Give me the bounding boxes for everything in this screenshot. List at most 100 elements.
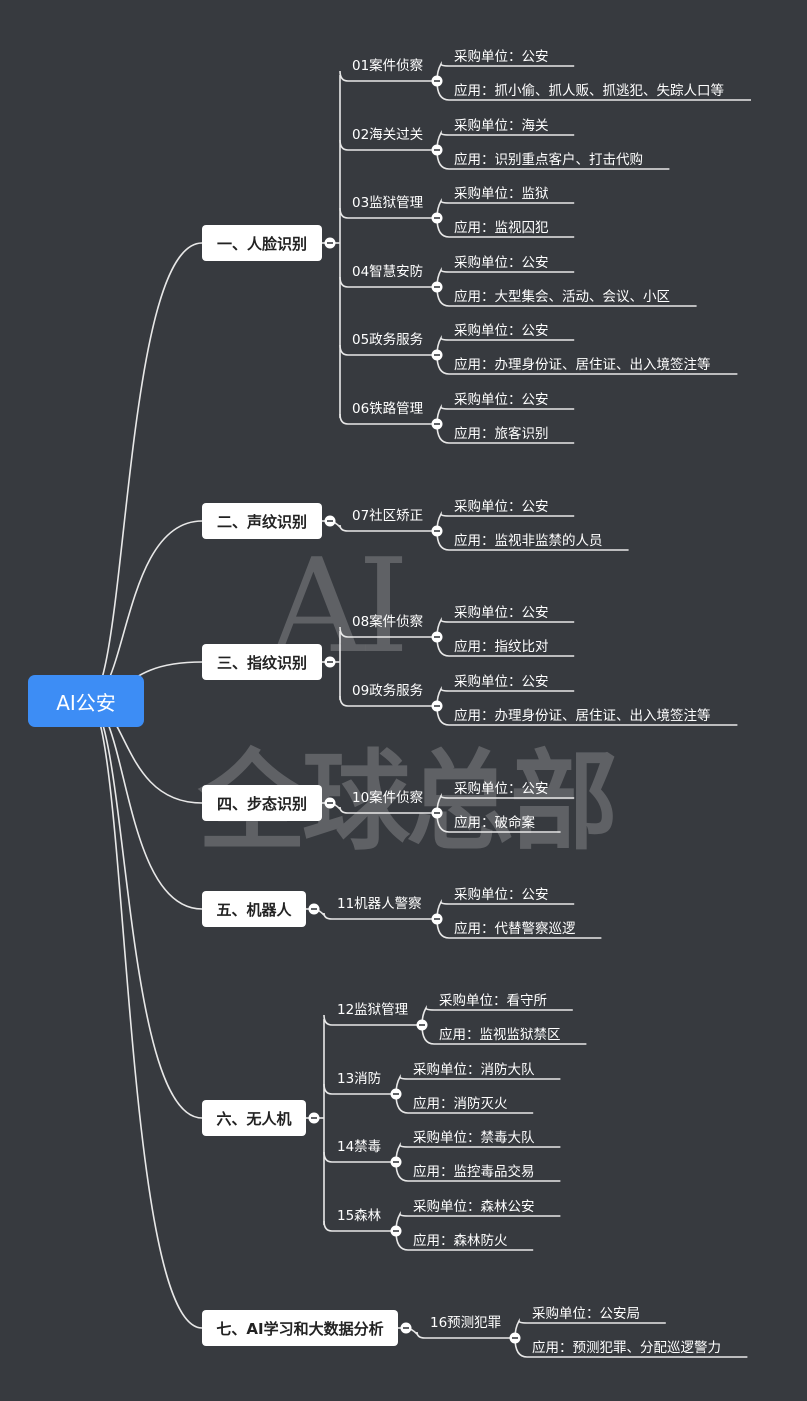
application-text: 应用：办理身份证、居住证、出入境签注等 (454, 708, 711, 724)
item-label: 08案件侦察 (352, 614, 424, 630)
item-label: 12监狱管理 (337, 1002, 409, 1018)
leaf-collapse-icon[interactable] (431, 807, 443, 819)
leaf-collapse-icon[interactable] (431, 212, 443, 224)
leaf-collapse-icon[interactable] (431, 281, 443, 293)
leaf-collapse-icon[interactable] (431, 631, 443, 643)
leaf-collapse-icon[interactable] (431, 144, 443, 156)
buyer-connector (436, 685, 575, 707)
leaf-collapse-icon[interactable] (431, 349, 443, 361)
item-connector (339, 344, 437, 356)
buyer-text: 采购单位：公安 (454, 499, 549, 515)
item-label: 11机器人警察 (337, 896, 422, 912)
item-label: 02海关过关 (352, 127, 424, 143)
buyer-connector (514, 1317, 666, 1339)
leaf-collapse-icon[interactable] (431, 700, 443, 712)
buyer-text: 采购单位：公安 (454, 392, 549, 408)
root-node[interactable]: AI公安 (28, 675, 144, 727)
leaf-collapse-icon[interactable] (431, 525, 443, 537)
buyer-text: 采购单位：森林公安 (413, 1199, 535, 1215)
item-label: 05政务服务 (352, 332, 424, 348)
branch-collapse-icon[interactable] (400, 1322, 412, 1334)
branch-node[interactable]: 五、机器人 (202, 891, 306, 927)
buyer-connector (436, 334, 575, 356)
buyer-connector (436, 266, 575, 288)
branch-node[interactable]: 一、人脸识别 (202, 225, 322, 261)
item-connector (323, 1083, 396, 1095)
branch-node[interactable]: 二、声纹识别 (202, 503, 322, 539)
leaf-collapse-icon[interactable] (390, 1156, 402, 1168)
branch-collapse-icon[interactable] (324, 515, 336, 527)
buyer-text: 采购单位：公安 (454, 887, 549, 903)
buyer-connector (436, 510, 575, 532)
buyer-connector (436, 129, 575, 151)
branch-collapse-icon[interactable] (324, 237, 336, 249)
root-connector (87, 700, 203, 1329)
application-text: 应用：监视囚犯 (454, 220, 549, 236)
buyer-text: 采购单位：公安 (454, 49, 549, 65)
leaf-collapse-icon[interactable] (431, 75, 443, 87)
item-label: 04智慧安防 (352, 264, 424, 280)
root-connector (87, 700, 203, 1119)
buyer-connector (436, 898, 575, 920)
application-text: 应用：旅客识别 (454, 426, 549, 442)
leaf-collapse-icon[interactable] (509, 1332, 521, 1344)
item-label: 16预测犯罪 (430, 1315, 502, 1331)
branch-node[interactable]: 三、指纹识别 (202, 644, 322, 680)
item-label: 13消防 (337, 1071, 382, 1087)
buyer-connector (436, 197, 575, 219)
buyer-connector (395, 1141, 561, 1163)
buyer-text: 采购单位：监狱 (454, 186, 549, 202)
item-label: 07社区矫正 (352, 508, 424, 524)
buyer-connector (395, 1210, 561, 1232)
buyer-text: 采购单位：公安 (454, 674, 549, 690)
buyer-text: 采购单位：公安 (454, 781, 549, 797)
buyer-text: 采购单位：看守所 (439, 993, 547, 1009)
application-text: 应用：监控毒品交易 (413, 1164, 535, 1180)
application-text: 应用：监视非监禁的人员 (454, 533, 603, 549)
leaf-collapse-icon[interactable] (390, 1088, 402, 1100)
buyer-text: 采购单位：公安 (454, 605, 549, 621)
buyer-connector (436, 616, 575, 638)
item-connector (339, 70, 437, 82)
buyer-connector (436, 792, 575, 814)
branch-node[interactable]: 六、无人机 (202, 1100, 306, 1136)
application-text: 应用：预测犯罪、分配巡逻警力 (532, 1340, 721, 1356)
buyer-text: 采购单位：公安局 (532, 1306, 640, 1322)
buyer-text: 采购单位：消防大队 (413, 1062, 535, 1078)
branch-node[interactable]: 四、步态识别 (202, 785, 322, 821)
buyer-text: 采购单位：公安 (454, 255, 549, 271)
leaf-collapse-icon[interactable] (390, 1225, 402, 1237)
application-text: 应用：森林防火 (413, 1233, 508, 1249)
application-text: 应用：指纹比对 (454, 639, 549, 655)
branch-collapse-icon[interactable] (308, 1112, 320, 1124)
leaf-collapse-icon[interactable] (431, 913, 443, 925)
item-connector (323, 1220, 396, 1232)
item-connector (339, 413, 437, 425)
application-text: 应用：监视监狱禁区 (439, 1027, 561, 1043)
application-text: 应用：抓小偷、抓人贩、抓逃犯、失踪人口等 (454, 83, 724, 99)
application-text: 应用：破命案 (454, 815, 535, 831)
item-label: 10案件侦察 (352, 790, 424, 806)
buyer-text: 采购单位：禁毒大队 (413, 1130, 535, 1146)
item-connector (323, 1151, 396, 1163)
buyer-connector (436, 60, 575, 82)
item-connector (339, 207, 437, 219)
buyer-connector (395, 1073, 561, 1095)
branch-node[interactable]: 七、AI学习和大数据分析 (202, 1310, 398, 1346)
branch-collapse-icon[interactable] (324, 656, 336, 668)
branch-collapse-icon[interactable] (308, 903, 320, 915)
item-label: 01案件侦察 (352, 58, 424, 74)
item-connector (339, 695, 437, 707)
buyer-connector (436, 403, 575, 425)
item-label: 06铁路管理 (352, 401, 424, 417)
item-connector (323, 1014, 422, 1026)
root-connector (87, 242, 203, 702)
leaf-collapse-icon[interactable] (416, 1019, 428, 1031)
branch-collapse-icon[interactable] (324, 797, 336, 809)
buyer-text: 采购单位：公安 (454, 323, 549, 339)
item-connector (339, 276, 437, 288)
item-label: 03监狱管理 (352, 195, 424, 211)
buyer-connector (421, 1004, 573, 1026)
item-label: 15森林 (337, 1208, 382, 1224)
leaf-collapse-icon[interactable] (431, 418, 443, 430)
